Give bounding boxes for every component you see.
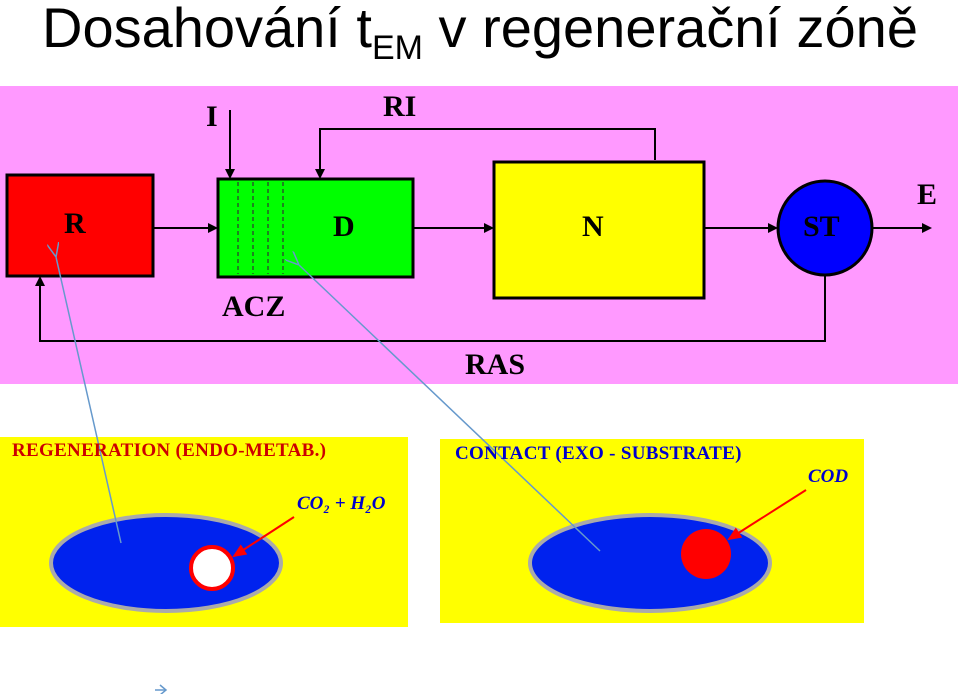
effluent-label: E — [917, 178, 938, 211]
acz-divider-lines — [237, 182, 284, 274]
internal-recycle-line — [315, 128, 656, 179]
substrate-arrow — [727, 489, 807, 541]
regeneration-floc — [49, 513, 283, 613]
n-block — [492, 160, 706, 300]
r-block-label: R — [64, 207, 86, 240]
contact-connector — [299, 265, 601, 552]
acz-label: ACZ — [222, 290, 286, 323]
ras-label: RAS — [465, 348, 526, 381]
oxidised-core — [189, 545, 235, 591]
d-block — [216, 177, 415, 279]
contact-heading: CONTACT (EXO - SUBSTRATE) — [455, 443, 742, 464]
contact-floc — [528, 513, 772, 613]
d-block-label: D — [333, 210, 355, 243]
products-label: CO₂ + H₂O — [297, 493, 386, 514]
ras-line — [35, 276, 826, 342]
st-block-label: ST — [803, 210, 840, 243]
flow-lines — [35, 110, 932, 342]
regeneration-connector — [56, 257, 122, 544]
recycle-label: RI — [383, 90, 417, 123]
substrate-label: COD — [808, 466, 849, 487]
input-label: I — [206, 100, 218, 133]
r-block — [5, 173, 155, 278]
products-arrow — [232, 516, 295, 558]
regeneration-heading: REGENERATION (ENDO-METAB.) — [12, 440, 327, 461]
n-block-label: N — [582, 210, 604, 243]
page-title: Dosahování tEM v regenerační zóně — [42, 0, 918, 67]
stray-arrow-head — [159, 684, 168, 694]
adsorbed-substrate — [681, 529, 731, 579]
title-subscript: EM — [371, 29, 423, 67]
